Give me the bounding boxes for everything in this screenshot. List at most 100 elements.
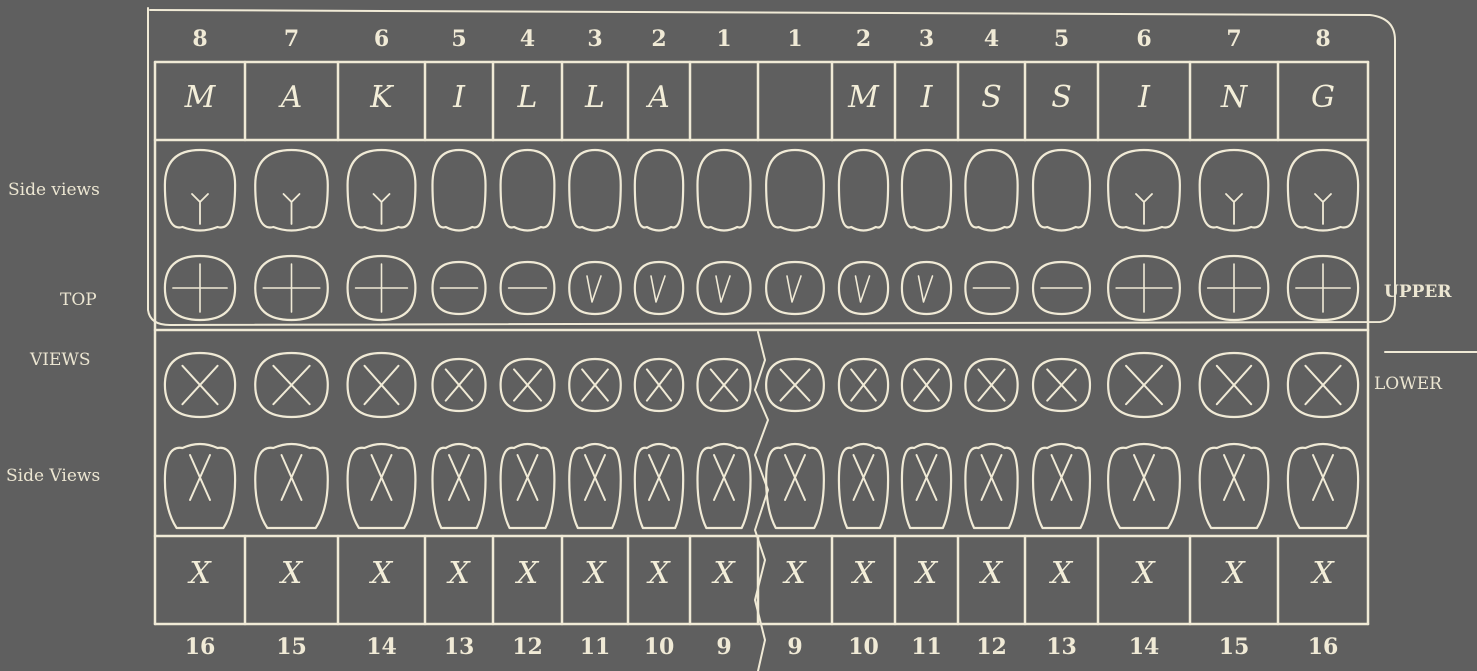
lower-top-cross: [273, 366, 309, 404]
upper-top-groove: [263, 264, 320, 312]
lower-side-tooth: [432, 444, 485, 528]
lower-side-tooth: [255, 444, 328, 528]
upper-handwritten-mark: G: [1293, 80, 1353, 115]
lower-top-cross: [582, 369, 608, 400]
upper-handwritten-mark: L: [565, 80, 625, 115]
lower-handwritten-mark: X: [498, 556, 558, 591]
upper-top-tooth: [569, 262, 620, 314]
upper-tooth-number: 3: [565, 26, 625, 52]
upper-tooth-number: 1: [765, 26, 825, 52]
upper-side-tooth-groove: [284, 194, 300, 224]
lower-side-tooth: [569, 444, 620, 528]
upper-tooth-number: 5: [429, 26, 489, 52]
lower-top-cross: [365, 366, 399, 404]
upper-side-tooth: [965, 150, 1017, 231]
lower-side-tooth: [1200, 444, 1269, 528]
lower-top-cross: [182, 366, 217, 404]
upper-tooth-number: 7: [262, 26, 322, 52]
upper-tooth-number: 8: [1293, 26, 1353, 52]
lower-handwritten-mark: X: [1114, 556, 1174, 591]
lower-handwritten-mark: X: [565, 556, 625, 591]
upper-handwritten-mark: S: [962, 80, 1022, 115]
lower-tooth-number: 9: [765, 634, 825, 660]
lower-handwritten-mark: X: [765, 556, 825, 591]
upper-tooth-number: 1: [694, 26, 754, 52]
upper-top-tooth: [902, 262, 951, 314]
lower-side-tooth: [501, 444, 555, 528]
lower-handwritten-mark: X: [429, 556, 489, 591]
lower-side-tooth: [766, 444, 824, 528]
lower-tooth-number: 11: [565, 634, 625, 660]
lower-side-tooth: [348, 444, 416, 528]
lower-side-cross: [785, 455, 805, 500]
lower-side-tooth: [1288, 444, 1358, 528]
lower-tooth-number: 12: [498, 634, 558, 660]
upper-handwritten-mark: K: [352, 80, 412, 115]
upper-handwritten-mark: M: [834, 80, 894, 115]
upper-top-groove: [651, 276, 665, 302]
upper-side-tooth-groove: [192, 194, 208, 224]
upper-side-tooth-groove: [374, 194, 390, 224]
lower-tooth-number: 11: [897, 634, 957, 660]
lower-handwritten-mark: X: [1293, 556, 1353, 591]
upper-handwritten-mark: S: [1032, 80, 1092, 115]
upper-side-tooth-groove: [1226, 194, 1242, 224]
lower-side-cross: [449, 455, 469, 500]
lower-side-cross: [917, 455, 937, 500]
lower-tooth-number: 12: [962, 634, 1022, 660]
lower-handwritten-mark: X: [170, 556, 230, 591]
upper-top-groove: [1208, 264, 1261, 312]
lower-side-tooth: [839, 444, 888, 528]
lower-handwritten-mark: X: [1204, 556, 1264, 591]
upper-top-groove: [1296, 264, 1350, 312]
lower-side-cross: [649, 455, 669, 500]
upper-top-tooth: [635, 262, 683, 314]
upper-side-tooth: [569, 150, 620, 231]
upper-side-tooth: [432, 150, 485, 231]
lower-top-cross: [1126, 366, 1162, 404]
upper-side-tooth: [902, 150, 951, 231]
lower-tooth-number: 13: [1032, 634, 1092, 660]
upper-top-groove: [587, 276, 601, 302]
lower-side-cross: [190, 455, 210, 500]
upper-tooth-number: 2: [629, 26, 689, 52]
lower-side-cross: [372, 455, 392, 500]
lower-top-cross: [711, 369, 738, 400]
lower-tooth-number: 10: [834, 634, 894, 660]
upper-top-groove: [919, 276, 933, 302]
upper-top-groove: [356, 264, 408, 312]
lower-side-tooth: [1033, 444, 1090, 528]
lower-handwritten-mark: X: [897, 556, 957, 591]
upper-side-tooth: [501, 150, 555, 231]
lower-side-cross: [518, 455, 538, 500]
upper-side-tooth: [635, 150, 683, 231]
upper-top-groove: [173, 264, 227, 312]
upper-tooth-number: 5: [1032, 26, 1092, 52]
lower-side-tooth: [635, 444, 683, 528]
upper-handwritten-mark: L: [498, 80, 558, 115]
lower-side-tooth: [902, 444, 951, 528]
lower-side-cross: [854, 455, 874, 500]
lower-tooth-number: 10: [629, 634, 689, 660]
upper-handwritten-mark: I: [897, 80, 957, 115]
upper-side-tooth: [697, 150, 750, 231]
upper-bracket: [148, 8, 1395, 325]
upper-side-tooth: [1033, 150, 1090, 231]
upper-tooth-number: 3: [897, 26, 957, 52]
label-side-views-lower: Side Views: [6, 466, 100, 486]
lower-side-tooth: [965, 444, 1017, 528]
upper-tooth-number: 4: [498, 26, 558, 52]
lower-tooth-number: 9: [694, 634, 754, 660]
upper-handwritten-mark: M: [170, 80, 230, 115]
lower-side-cross: [282, 455, 302, 500]
upper-top-tooth: [766, 262, 824, 314]
lower-side-tooth: [1108, 444, 1180, 528]
upper-handwritten-mark: N: [1204, 80, 1264, 115]
lower-top-cross: [1305, 366, 1340, 404]
lower-tooth-number: 15: [262, 634, 322, 660]
lower-top-cross: [1217, 366, 1251, 404]
lower-tooth-number: 16: [1293, 634, 1353, 660]
upper-tooth-number: 7: [1204, 26, 1264, 52]
upper-top-groove: [787, 276, 801, 302]
upper-top-tooth: [697, 262, 750, 314]
